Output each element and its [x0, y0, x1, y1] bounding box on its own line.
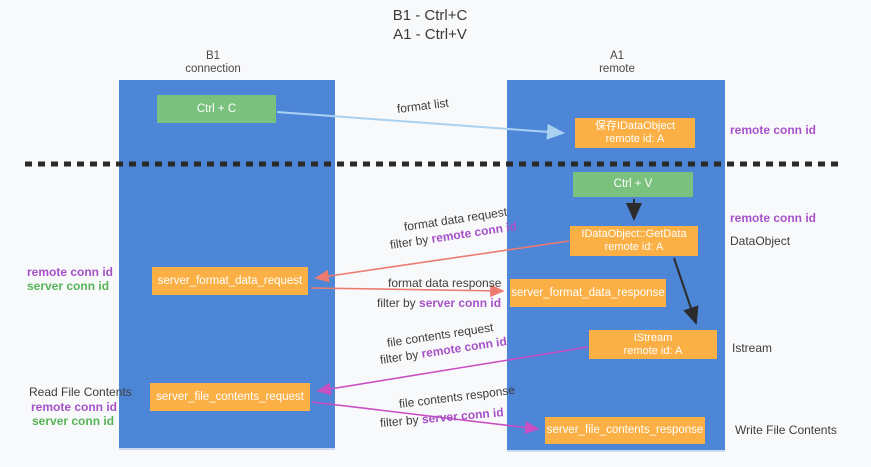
node-ctrl-c-label: Ctrl + C	[196, 102, 237, 115]
node-ctrl-c: Ctrl + C	[157, 95, 276, 123]
label-format-data-response: format data response	[388, 276, 501, 290]
node-save-idataobject-line2: remote id: A	[605, 133, 665, 145]
arrow-file-contents-request	[316, 346, 589, 396]
right-label-dataobject: DataObject	[730, 234, 790, 248]
remote-conn-id-text: remote conn id	[31, 400, 118, 414]
node-server-file-contents-response: server_file_contents_response	[545, 417, 705, 444]
left-label-remote-conn-id-1: remote conn id	[27, 265, 113, 279]
right-label-write-file-contents: Write File Contents	[735, 423, 837, 437]
arrow-format-list	[276, 111, 565, 140]
arrow-format-data-request	[314, 240, 570, 283]
filter-prefix-text: filter by	[377, 296, 420, 310]
column-header-b1: B1 connection	[133, 50, 293, 76]
node-save-idataobject-line1: 保存IDataObject	[594, 120, 676, 132]
istream-text: Istream	[732, 341, 773, 355]
node-format-request-label: server_format_data_request	[157, 274, 303, 287]
right-label-istream: Istream	[732, 341, 772, 355]
title-line-a1: A1 - Ctrl+V	[393, 26, 467, 43]
node-getdata-line1: IDataObject::GetData	[581, 228, 687, 240]
node-format-response-label: server_format_data_response	[511, 286, 665, 299]
remote-conn-id-text: remote conn id	[730, 123, 817, 137]
node-server-format-data-response: server_format_data_response	[510, 279, 666, 307]
dataobject-text: DataObject	[730, 234, 791, 248]
title-line-b1: B1 - Ctrl+C	[392, 7, 468, 24]
column-header-a1: A1 remote	[537, 50, 697, 76]
node-istream: IStream remote id: A	[589, 330, 717, 359]
left-label-remote-conn-id-2: remote conn id	[31, 400, 117, 414]
remote-conn-id-text: remote conn id	[730, 211, 817, 225]
server-conn-id-text: server conn id	[27, 279, 110, 293]
node-idataobject-getdata: IDataObject::GetData remote id: A	[570, 226, 698, 256]
node-istream-line2: remote id: A	[623, 344, 683, 357]
left-label-read-file-contents: Read File Contents	[29, 385, 132, 399]
node-ctrl-v-label: Ctrl + V	[613, 178, 653, 190]
left-label-server-conn-id-1: server conn id	[27, 279, 109, 293]
node-ctrl-v: Ctrl + V	[573, 172, 693, 197]
diagram-title: B1 - Ctrl+C A1 - Ctrl+V	[305, 6, 555, 44]
remote-conn-id-text: remote conn id	[27, 265, 114, 279]
column-a1-role: remote	[599, 63, 635, 75]
write-file-contents-text: Write File Contents	[735, 423, 837, 437]
right-label-remote-conn-id-mid: remote conn id	[730, 211, 816, 225]
node-save-idataobject: 保存IDataObject remote id: A	[575, 118, 695, 148]
node-file-response-label: server_file_contents_response	[546, 424, 704, 436]
format-data-response-text: format data response	[388, 276, 502, 290]
node-server-file-contents-request: server_file_contents_request	[150, 383, 310, 411]
label-filter-by-server-conn-id-1: filter by server conn id	[377, 296, 501, 310]
arrow-file-contents-response	[311, 401, 540, 434]
node-getdata-line2: remote id: A	[604, 241, 664, 253]
node-server-format-data-request: server_format_data_request	[152, 267, 308, 295]
filter-server-conn-id-text: server conn id	[419, 296, 502, 310]
node-istream-line1: IStream	[633, 331, 673, 344]
arrow-getdata-to-istream	[673, 257, 699, 325]
read-file-contents-text: Read File Contents	[29, 385, 132, 399]
column-a1-name: A1	[609, 50, 625, 62]
server-conn-id-text: server conn id	[32, 414, 115, 428]
arrow-format-data-response	[310, 284, 505, 298]
left-label-server-conn-id-2: server conn id	[32, 414, 114, 428]
column-b1-role: connection	[185, 63, 241, 75]
node-file-request-label: server_file_contents_request	[156, 390, 304, 403]
column-b1-name: B1	[205, 50, 221, 62]
right-label-remote-conn-id-top: remote conn id	[730, 123, 816, 137]
